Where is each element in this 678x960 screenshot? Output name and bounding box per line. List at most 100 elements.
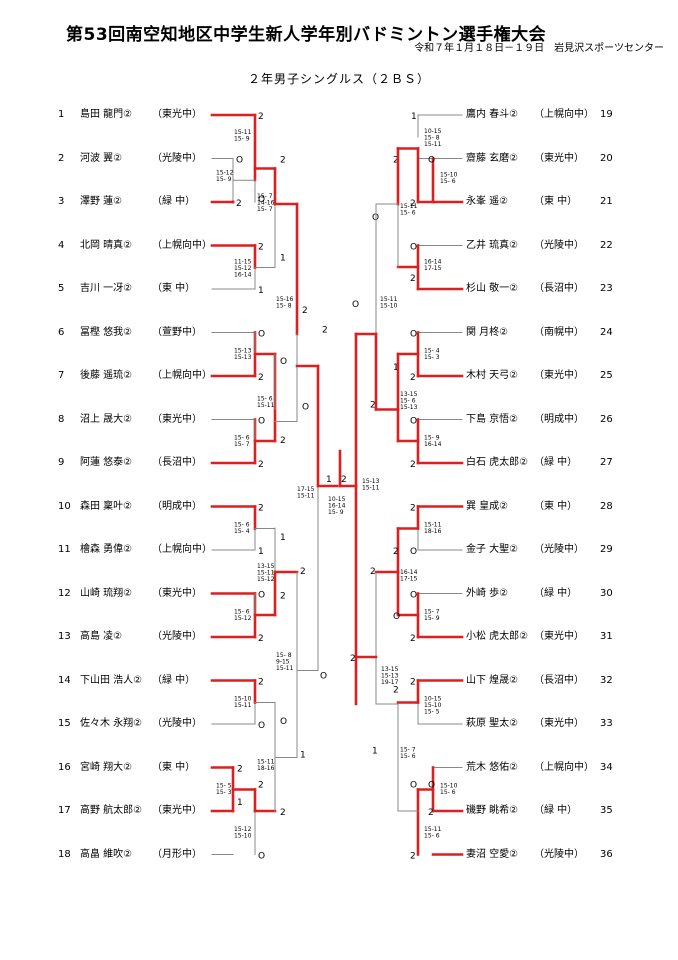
player-number: 28 xyxy=(600,500,613,512)
player-team: （東 中） xyxy=(534,500,578,512)
game-score: 15- 8 xyxy=(424,135,440,142)
player-number: 2 xyxy=(58,152,65,164)
game-count: O xyxy=(410,417,417,427)
player-name: 高畠 維吹② xyxy=(80,848,133,860)
player-name: 下山田 浩人② xyxy=(80,674,143,686)
player-team: （光陵中） xyxy=(534,848,584,860)
game-score: 15- 7 xyxy=(257,206,273,213)
game-score: 15-11 xyxy=(424,826,442,833)
game-count: 2 xyxy=(280,156,286,166)
player-team: （長沼中） xyxy=(534,283,584,294)
player-number: 11 xyxy=(58,544,71,555)
game-score: 15- 6 xyxy=(234,609,250,616)
player-name: 齋藤 玄磨② xyxy=(466,152,519,164)
player-team: （東光中） xyxy=(534,370,584,381)
game-score: 15-16 xyxy=(276,296,294,303)
player-team: （東光中） xyxy=(534,631,584,642)
game-score: 15- 3 xyxy=(424,354,440,361)
player-entry: 木村 天弓②（東光中）25 xyxy=(0,369,678,383)
game-score: 15- 7 xyxy=(257,193,273,200)
game-count: 2 xyxy=(410,504,416,514)
game-count: 2 xyxy=(410,852,416,862)
game-count: 2 xyxy=(258,634,264,644)
player-team: （光陵中） xyxy=(152,631,202,642)
player-entry: 乙井 琉真②（光陵中）22 xyxy=(0,239,678,253)
player-number: 24 xyxy=(600,326,613,338)
game-count: 2 xyxy=(258,112,264,122)
game-count: O xyxy=(258,330,265,340)
player-name: 小松 虎太郎② xyxy=(466,631,529,642)
game-count: O xyxy=(258,591,265,601)
player-number: 23 xyxy=(600,283,613,294)
game-score: 17-15 xyxy=(297,486,315,493)
player-number: 5 xyxy=(58,283,65,294)
game-count: O xyxy=(428,156,435,166)
game-count: O xyxy=(428,781,435,791)
player-name: 澤野 蓮② xyxy=(80,196,123,207)
player-name: 磯野 眺希② xyxy=(466,805,519,816)
game-score: 15- 8 xyxy=(276,303,292,310)
player-name: 高野 航太郎② xyxy=(80,805,143,816)
game-score: 15-12 xyxy=(234,615,252,622)
player-number: 20 xyxy=(600,152,613,164)
game-count: O xyxy=(302,403,309,413)
game-score: 15- 6 xyxy=(400,210,416,217)
player-name: 荒木 悠佑② xyxy=(466,761,519,773)
match-score: 15- 615- 4 xyxy=(234,522,250,536)
game-score: 15- 9 xyxy=(234,136,250,143)
player-entry: 外崎 歩②（緑 中）30 xyxy=(0,587,678,601)
game-count: 2 xyxy=(322,326,328,336)
game-count: 2 xyxy=(258,373,264,383)
game-count: 2 xyxy=(302,306,308,316)
player-team: （光陵中） xyxy=(534,239,584,251)
game-count: 2 xyxy=(258,460,264,470)
player-name: 山下 煌晟② xyxy=(466,674,519,686)
game-count: O xyxy=(352,300,359,310)
player-team: （緑 中） xyxy=(152,674,196,686)
player-name: 沼上 晟大② xyxy=(80,413,133,425)
game-count: 2 xyxy=(410,634,416,644)
game-count: 1 xyxy=(258,286,264,296)
game-count: O xyxy=(280,717,287,727)
game-score: 15- 9 xyxy=(216,176,232,183)
player-team: （東光中） xyxy=(152,413,202,425)
game-count: O xyxy=(410,330,417,340)
match-score: 15- 515- 3 xyxy=(216,783,232,797)
player-number: 9 xyxy=(58,457,65,468)
game-count: 2 xyxy=(410,460,416,470)
game-count: 2 xyxy=(280,436,286,446)
player-name: 森田 稟叶② xyxy=(80,500,133,512)
player-name: 白石 虎太郎② xyxy=(466,457,529,468)
player-number: 12 xyxy=(58,587,71,599)
game-score: 15-12 xyxy=(257,576,275,583)
player-number: 10 xyxy=(58,500,71,512)
game-score: 11-15 xyxy=(234,259,252,266)
player-name: 外崎 歩② xyxy=(466,587,509,599)
game-score: 15-11 xyxy=(297,493,315,500)
player-entry: 萩原 聖太②（東光中）33 xyxy=(0,717,678,731)
